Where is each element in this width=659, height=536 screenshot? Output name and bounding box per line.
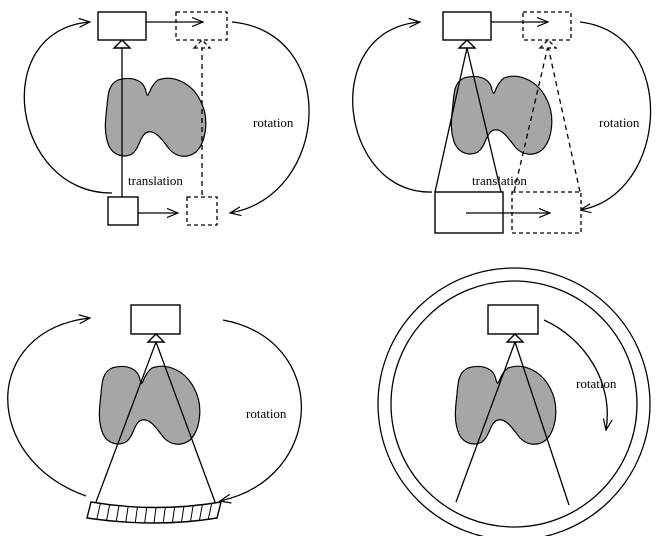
source-collimator bbox=[457, 39, 477, 49]
detector-cell-divider bbox=[106, 504, 111, 521]
detector-cell-divider bbox=[144, 507, 148, 523]
detector-cell-divider bbox=[134, 507, 138, 523]
object-phantom bbox=[104, 77, 207, 157]
fan-beam-next-left bbox=[513, 45, 549, 193]
fan-beam-next-right bbox=[547, 45, 581, 193]
source-collimator bbox=[505, 333, 525, 343]
detector-cell-divider bbox=[96, 503, 101, 520]
detector-cell-divider bbox=[190, 505, 194, 522]
translation-label: translation bbox=[472, 173, 527, 188]
rotation-arc-left bbox=[352, 22, 433, 193]
detector-cell-divider bbox=[162, 507, 166, 523]
x-ray-source bbox=[487, 304, 539, 335]
fan-beam-edge-left bbox=[95, 341, 157, 503]
object-phantom bbox=[454, 365, 557, 445]
x-ray-source-next-position bbox=[522, 11, 572, 41]
detector-cell-divider bbox=[115, 505, 120, 522]
detector-cell-divider bbox=[207, 503, 213, 520]
x-ray-source bbox=[97, 11, 147, 41]
detector-arc-body bbox=[86, 501, 222, 524]
detector-arc bbox=[86, 501, 222, 524]
fan-beam-edge-right bbox=[514, 341, 570, 506]
rotation-arc-left bbox=[7, 318, 90, 497]
rotation-arrow bbox=[543, 319, 607, 430]
panel-1-first-generation: rotation translation bbox=[23, 11, 310, 226]
fan-beam-edge-left bbox=[455, 341, 516, 503]
detector-cell-divider bbox=[125, 506, 129, 523]
rotation-label: rotation bbox=[599, 115, 640, 130]
source-collimator bbox=[146, 333, 166, 343]
fan-beam-edge-right bbox=[155, 341, 216, 503]
x-ray-source bbox=[442, 11, 492, 41]
rotation-label: rotation bbox=[246, 406, 287, 421]
detector-cell-divider bbox=[181, 506, 185, 523]
detector-cell-divider bbox=[198, 504, 203, 521]
translation-label: translation bbox=[128, 173, 183, 188]
rotation-arc-right bbox=[220, 319, 302, 501]
panel-2-second-generation: rotation translation bbox=[352, 11, 652, 234]
detector-cells bbox=[96, 503, 213, 524]
object-phantom bbox=[450, 75, 553, 155]
rotation-arc-left bbox=[23, 22, 113, 194]
detector-next-position bbox=[186, 196, 218, 226]
rotation-label: rotation bbox=[253, 115, 294, 130]
detector-ring-outer bbox=[377, 267, 651, 536]
panel-3-third-generation: rotation bbox=[7, 304, 302, 524]
detector-cell-divider bbox=[153, 507, 157, 524]
source-collimator bbox=[112, 39, 132, 49]
collimator-next-position bbox=[192, 39, 212, 49]
rotation-label: rotation bbox=[576, 376, 617, 391]
fan-beam-edge-left bbox=[434, 47, 468, 193]
object-phantom bbox=[98, 365, 201, 445]
detector-ring-inner bbox=[390, 280, 638, 528]
rotation-arc-right bbox=[230, 21, 310, 213]
collimator-next-position bbox=[538, 39, 558, 49]
x-ray-source bbox=[130, 304, 181, 335]
x-ray-source-next-position bbox=[175, 11, 228, 41]
rotation-arc-right bbox=[580, 21, 652, 210]
detector-cell-divider bbox=[171, 507, 176, 523]
fan-beam-edge-right bbox=[466, 47, 502, 193]
detector bbox=[107, 196, 139, 226]
panel-4-fourth-generation: rotation bbox=[377, 267, 651, 536]
